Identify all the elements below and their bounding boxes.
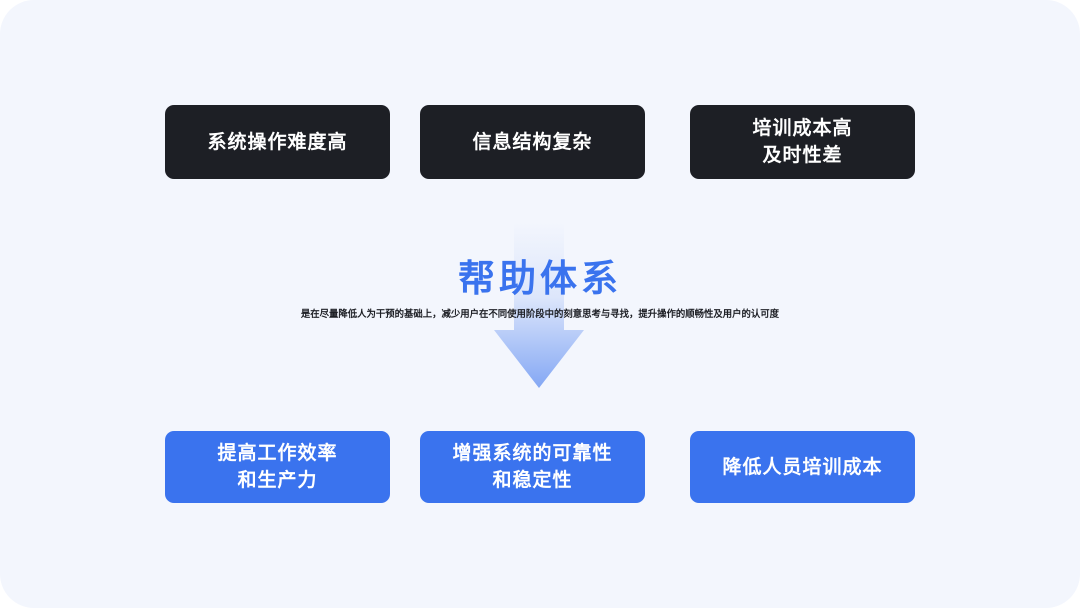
benefit-card-efficiency: 提高工作效率 和生产力 xyxy=(165,431,390,503)
benefit-card-reliability: 增强系统的可靠性 和稳定性 xyxy=(420,431,645,503)
problem-card-training-cost: 培训成本高 及时性差 xyxy=(690,105,915,179)
center-description: 是在尽量降低人为干预的基础上，减少用户在不同使用阶段中的刻意思考与寻找，提升操作… xyxy=(300,309,780,320)
benefit-card-training-cost: 降低人员培训成本 xyxy=(690,431,915,503)
down-arrow-icon xyxy=(494,222,584,388)
problem-card-operation-difficulty: 系统操作难度高 xyxy=(165,105,390,179)
center-title: 帮助体系 xyxy=(458,257,622,300)
problem-card-complex-structure: 信息结构复杂 xyxy=(420,105,645,179)
